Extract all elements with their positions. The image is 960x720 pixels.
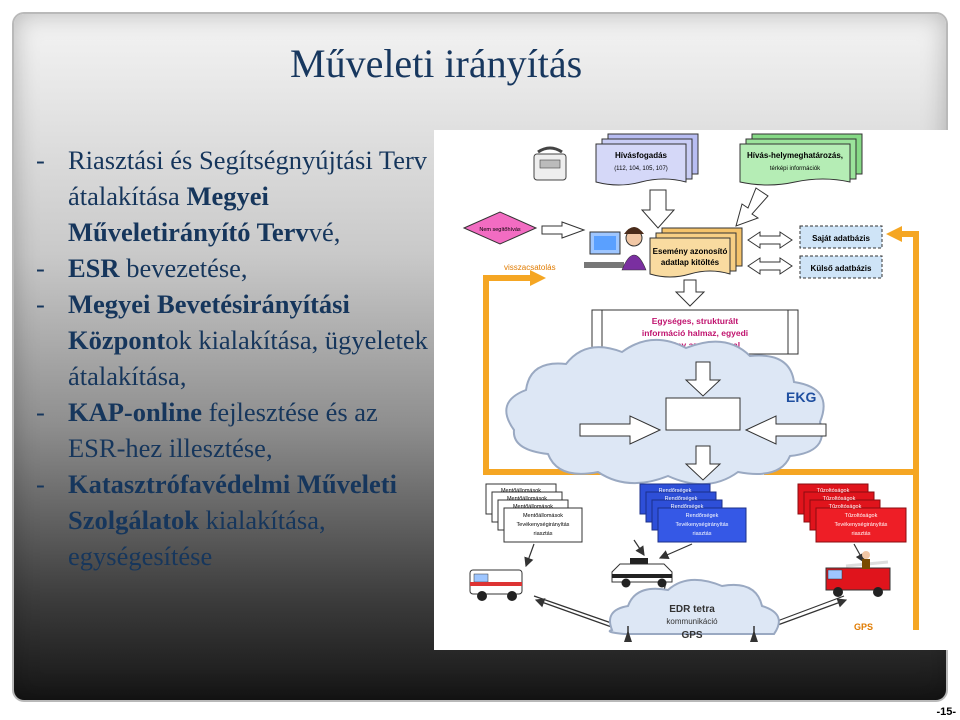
- event-form-line-1: Esemény azonosító: [653, 247, 728, 256]
- police-front-3: riasztás: [693, 531, 712, 537]
- bullet-dash: -: [36, 397, 45, 427]
- bullet-text: ok kialakítása, ügyeletek átalakítása,: [68, 325, 428, 391]
- ambulance-front-3: riasztás: [534, 531, 553, 537]
- bullet-dash: -: [36, 289, 45, 319]
- location-sub: térképi információk: [770, 166, 821, 172]
- event-form-box: Esemény azonosító adatlap kitöltés: [649, 227, 743, 278]
- location-box: Hívás-helymeghatározás, térképi informác…: [739, 133, 863, 186]
- unified-line-1: Egységes, strukturált: [652, 316, 739, 326]
- edr-line-3: GPS: [681, 630, 702, 641]
- police-front-1: Rendőrségek: [686, 513, 719, 519]
- police-car-icon: [611, 558, 673, 588]
- police-box: Rendőrségek Rendőrségek Rendőrségek Rend…: [639, 483, 747, 543]
- ekg-label: EKG: [786, 389, 816, 405]
- not-help-diamond: Nem segítőhívás: [462, 211, 538, 245]
- police-stack-1: Rendőrségek: [659, 488, 692, 494]
- fire-front-2: Tevékenységirányítás: [835, 522, 888, 528]
- fire-stack-1: Tűzoltóságok: [817, 488, 850, 494]
- bullet-text: vé,: [308, 217, 341, 247]
- arrow-call-to-form: [640, 189, 676, 229]
- ambulance-front-1: Mentőállomások: [523, 513, 563, 519]
- own-db-label: Saját adatbázis: [812, 234, 870, 243]
- bullet-dash: -: [36, 469, 45, 499]
- ext-db-label: Külső adatbázis: [811, 264, 872, 273]
- ext-db-box: Külső adatbázis: [799, 255, 883, 279]
- bullet-item: -Riasztási és Segítségnyújtási Terv átal…: [36, 142, 431, 250]
- bullet-dash: -: [36, 253, 45, 283]
- arrow-form-ext-db: [747, 257, 793, 275]
- bullet-text: Riasztási és Segítségnyújtási Terv átala…: [68, 145, 428, 211]
- bullet-text-bold: Megyei Műveletirányító Terv: [68, 181, 309, 247]
- bullet-text-bold: Katasztrófavédelmi Műveleti Szolgálatok: [68, 469, 397, 535]
- ambulance-icon: [469, 569, 523, 601]
- fire-front-1: Tűzoltóságok: [845, 513, 878, 519]
- bullet-text-bold: ESR: [68, 253, 120, 283]
- call-reception-box: Hívásfogadás (112, 104, 105, 107): [595, 133, 699, 186]
- workflow-diagram: visszacsatolás Hívásfogadás (112, 104, 1…: [434, 130, 960, 650]
- fire-departments-box: Tűzoltóságok Tűzoltóságok Tűzoltóságok T…: [797, 483, 907, 543]
- gps-label: GPS: [854, 622, 873, 632]
- edr-cloud: EDR tetra kommunikáció GPS: [608, 579, 780, 641]
- bullet-text-bold: Megyei Bevetésirányítási Központ: [68, 289, 350, 355]
- bullet-text: bevezetése,: [119, 253, 248, 283]
- fire-truck-icon: [825, 551, 891, 597]
- fire-front-3: riasztás: [852, 531, 871, 537]
- operator-icon: [584, 227, 647, 271]
- ambulance-stack-1: Mentőállomások: [501, 488, 541, 494]
- feedback-loop: [483, 226, 919, 630]
- arrow-form-own-db: [747, 231, 793, 249]
- antenna-icon: [624, 626, 758, 642]
- arrow-to-diamond: [541, 221, 586, 239]
- bullet-item: -Katasztrófavédelmi Műveleti Szolgálatok…: [36, 466, 431, 574]
- not-help-label: Nem segítőhívás: [479, 227, 521, 233]
- page-number: -15-: [936, 706, 956, 718]
- bullet-text-bold: KAP-online: [68, 397, 202, 427]
- event-form-line-2: adatlap kitöltés: [661, 258, 720, 267]
- arrow-location-to-form: [735, 187, 769, 227]
- bullet-text: fejlesztése és az ESR-hez illesztése,: [68, 397, 378, 463]
- police-stack-3: Rendőrségek: [671, 504, 704, 510]
- edr-line-1: EDR tetra: [669, 604, 715, 615]
- bullet-dash: -: [36, 145, 45, 175]
- unified-line-2: információ halmaz, egyedi: [642, 328, 748, 338]
- bullet-item: -Megyei Bevetésirányítási Központok kial…: [36, 286, 431, 394]
- bullet-item: -KAP-online fejlesztése és az ESR-hez il…: [36, 394, 431, 466]
- ambulance-stations-box: Mentőállomások Mentőállomások Mentőállom…: [485, 483, 583, 543]
- phone-icon: [533, 146, 567, 181]
- arrow-form-to-unified: [674, 279, 706, 307]
- ambulance-stack-2: Mentőállomások: [507, 496, 547, 502]
- police-stack-2: Rendőrségek: [665, 496, 698, 502]
- bullet-list: -Riasztási és Segítségnyújtási Terv átal…: [36, 142, 431, 574]
- bullet-text: kialakítása, egységesítése: [68, 505, 326, 571]
- call-reception-sub: (112, 104, 105, 107): [614, 166, 668, 172]
- ambulance-front-2: Tevékenységirányítás: [517, 522, 570, 528]
- location-title: Hívás-helymeghatározás,: [747, 151, 843, 160]
- fire-stack-2: Tűzoltóságok: [823, 496, 856, 502]
- ekg-cloud: EKG: [505, 338, 827, 486]
- own-db-box: Saját adatbázis: [799, 225, 883, 249]
- edr-line-2: kommunikáció: [666, 617, 718, 626]
- police-front-2: Tevékenységirányítás: [676, 522, 729, 528]
- slide-title: Műveleti irányítás: [290, 41, 583, 86]
- bullet-item: -ESR bevezetése,: [36, 250, 431, 286]
- call-reception-title: Hívásfogadás: [615, 151, 668, 160]
- ambulance-stack-3: Mentőállomások: [513, 504, 553, 510]
- feedback-label: visszacsatolás: [504, 263, 556, 272]
- fire-stack-3: Tűzoltóságok: [829, 504, 862, 510]
